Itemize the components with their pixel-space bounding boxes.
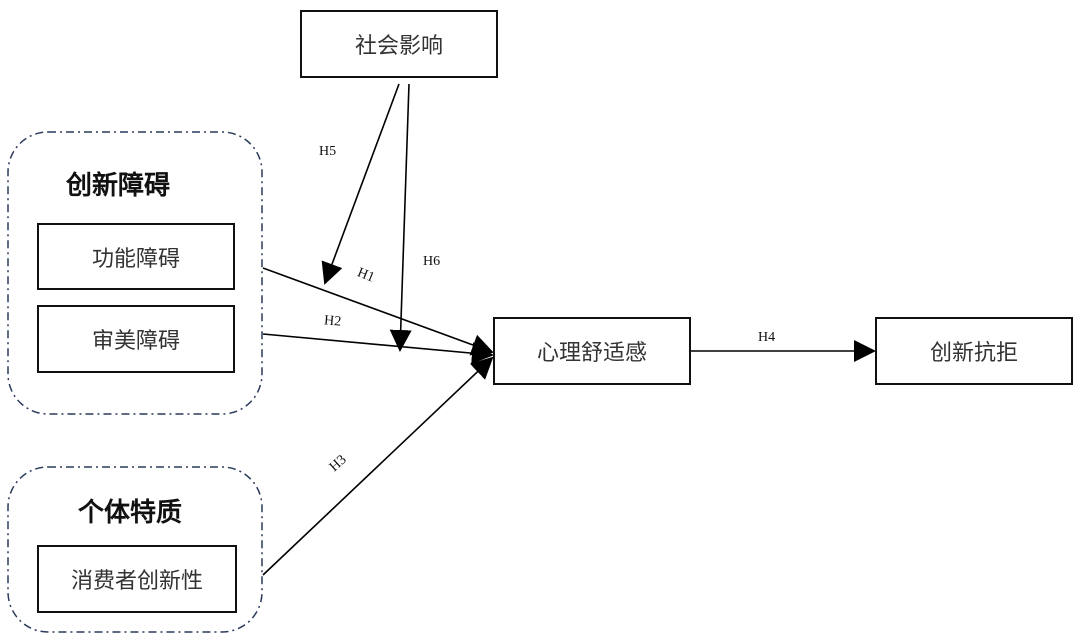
h2-arrow [262,333,494,365]
h5-label: H5 [319,144,337,159]
h4-label: H4 [758,330,776,345]
h2-label: H2 [323,313,342,330]
innovation-resistance-node: 创新抗拒 [875,317,1073,385]
h6-label: H6 [423,254,441,269]
h6-arrow [389,83,412,352]
individual-traits-group-title: 个体特质 [78,498,183,528]
individual-traits-group-frame [7,466,263,633]
consumer-innovativeness-node: 消费者创新性 [37,545,237,613]
social-influence-node: 社会影响 [300,10,498,78]
innovation-barriers-group-title: 创新障碍 [66,171,171,201]
psychological-comfort-node: 心理舒适感 [493,317,691,385]
h1-arrow [262,267,494,356]
h5-arrow [321,83,400,285]
aesthetic-barrier-node: 审美障碍 [37,305,235,373]
innovation-barriers-group-frame [7,131,263,415]
functional-barrier-node: 功能障碍 [37,223,235,290]
h3-arrow [262,356,494,576]
